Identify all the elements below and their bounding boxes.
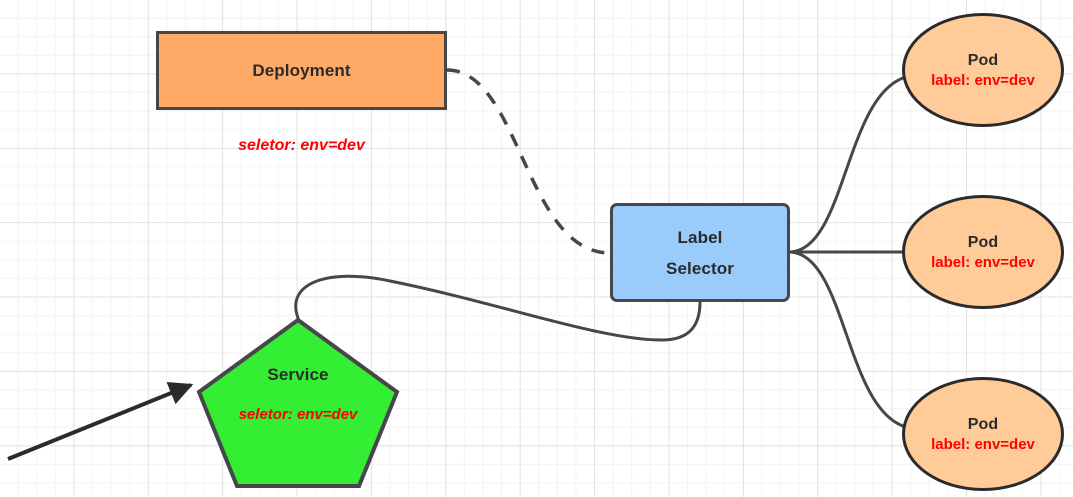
edge-service-to-label-selector [294,274,702,342]
pod-label-caption: label: env=dev [931,71,1035,89]
pod-label: Pod [967,233,999,251]
service-node[interactable]: Service seletor: env=dev [196,317,400,489]
pod-label-caption: label: env=dev [931,435,1035,453]
deployment-node[interactable]: Deployment [156,31,447,110]
pod-label: Pod [967,415,999,433]
pentagon-shape [196,317,400,488]
service-label: Service [267,365,329,384]
pod-node[interactable]: Pod label: env=dev [902,377,1064,491]
edge-inbound-traffic-to-service [7,381,194,461]
service-selector-caption: seletor: env=dev [238,406,358,423]
edge-label-selector-to-pod-1 [788,76,905,254]
label-selector-node[interactable]: Label Selector [610,203,790,302]
deployment-label: Deployment [252,60,351,80]
pod-node[interactable]: Pod label: env=dev [902,13,1064,127]
label-selector-label-line1: Label [677,227,723,247]
edge-deployment-to-label-selector [446,68,611,255]
label-selector-label-line2: Selector [666,258,734,278]
pod-node[interactable]: Pod label: env=dev [902,195,1064,309]
pod-label: Pod [967,51,999,69]
edge-label-selector-to-pod-3 [788,250,905,428]
pod-label-caption: label: env=dev [931,253,1035,271]
deployment-selector-caption: seletor: env=dev [238,137,365,154]
